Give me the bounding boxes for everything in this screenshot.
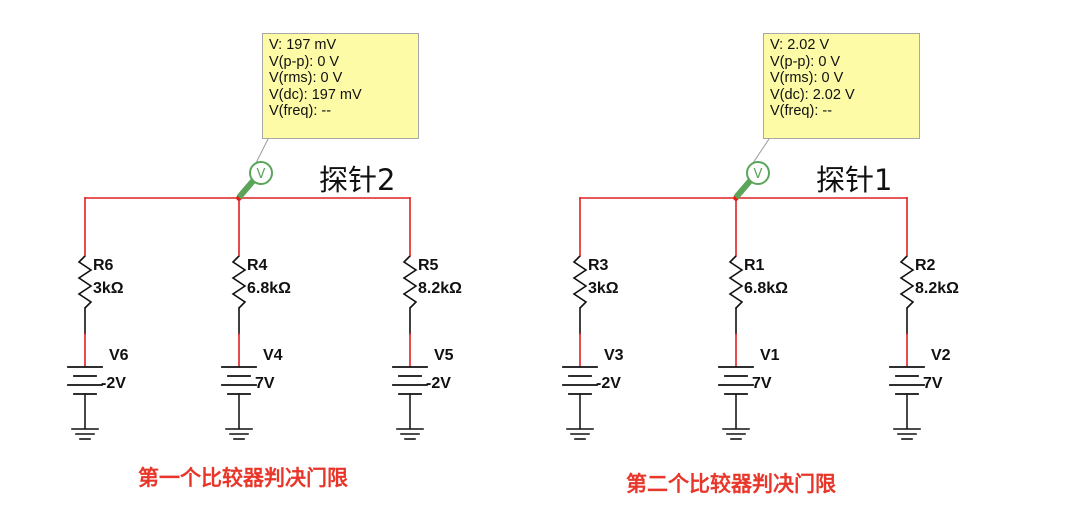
readout-line: V(freq): -- (269, 103, 332, 119)
source-value: 7V (923, 375, 943, 392)
resistor-value: 6.8kΩ (247, 280, 291, 297)
readout-line: V(rms): 0 V (770, 70, 844, 86)
resistor-label: R2 (915, 257, 936, 274)
resistor-label: R6 (93, 257, 114, 274)
right-circuit-caption: 第二个比较器判决门限 (626, 472, 836, 496)
probe-stem (236, 176, 258, 200)
resistor-symbol (728, 255, 744, 309)
source-label: V5 (434, 347, 454, 364)
left-circuit-caption: 第一个比较器判决门限 (138, 466, 348, 490)
resistor-value: 3kΩ (93, 280, 124, 297)
probe-leader (752, 138, 770, 164)
resistor-value: 8.2kΩ (418, 280, 462, 297)
source-value: -2V (426, 375, 451, 392)
probe-symbol: V (754, 167, 763, 182)
resistor-value: 8.2kΩ (915, 280, 959, 297)
readout-line: V(p-p): 0 V (269, 53, 340, 70)
readout-line: V(dc): 197 mV (269, 86, 362, 103)
readout-line: V(rms): 0 V (269, 70, 343, 86)
source-label: V4 (263, 347, 283, 364)
source-value: -2V (101, 375, 126, 392)
probe1-readout: V: 2.02 V V(p-p): 0 V V(rms): 0 V V(dc):… (763, 33, 920, 139)
readout-line: V: 197 mV (269, 37, 337, 53)
source-value: 7V (752, 375, 772, 392)
resistor-label: R1 (744, 257, 765, 274)
source-label: V2 (931, 347, 951, 364)
probe-icon (249, 161, 273, 185)
resistor-symbol (402, 255, 418, 309)
readout-line: V(dc): 2.02 V (770, 86, 855, 103)
readout-line: V(p-p): 0 V (770, 53, 841, 70)
probe-leader (255, 138, 269, 164)
probe-name-label: 探针2 (319, 163, 395, 197)
probe-stem (733, 176, 755, 200)
source-value: 7V (255, 375, 275, 392)
readout-line: V(freq): -- (770, 103, 833, 119)
source-label: V1 (760, 347, 780, 364)
probe-name-label: 探针1 (816, 163, 892, 197)
resistor-symbol (231, 255, 247, 309)
probe-symbol: V (257, 167, 266, 182)
probe2-readout: V: 197 mV V(p-p): 0 V V(rms): 0 V V(dc):… (262, 33, 419, 139)
source-label: V3 (604, 347, 624, 364)
resistor-value: 6.8kΩ (744, 280, 788, 297)
probe-icon (746, 161, 770, 185)
source-value: -2V (596, 375, 621, 392)
resistor-symbol (899, 255, 915, 309)
readout-line: V: 2.02 V (770, 37, 830, 53)
resistor-symbol (77, 255, 93, 309)
resistor-label: R5 (418, 257, 439, 274)
resistor-symbol (572, 255, 588, 309)
source-label: V6 (109, 347, 129, 364)
resistor-label: R4 (247, 257, 268, 274)
resistor-value: 3kΩ (588, 280, 619, 297)
resistor-label: R3 (588, 257, 609, 274)
